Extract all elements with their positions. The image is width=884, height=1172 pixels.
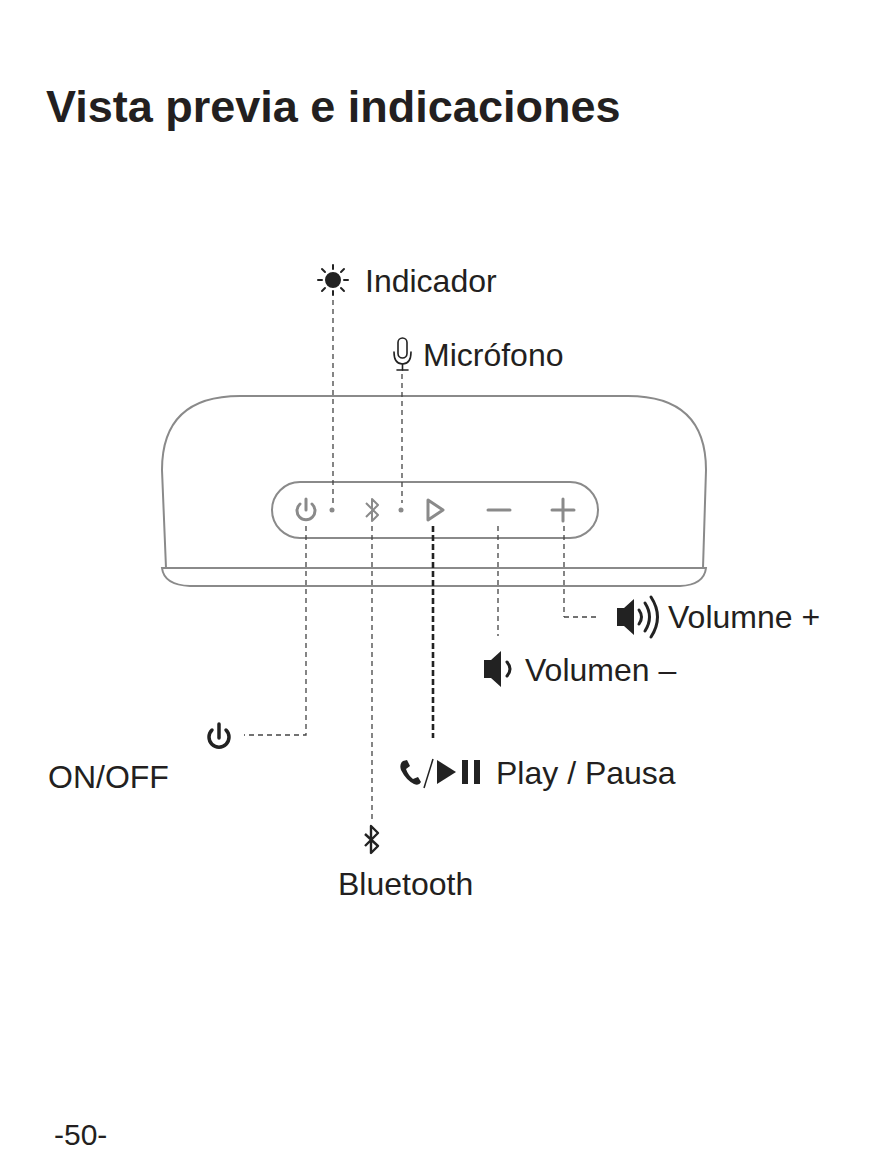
part-label: Indicador: [365, 265, 497, 297]
volume-down-button: [488, 509, 510, 512]
microphone-icon: [394, 338, 411, 370]
page-title: Vista previa e indicaciones: [46, 84, 620, 129]
button-panel: [272, 482, 598, 538]
bluetooth-button: [366, 499, 378, 521]
page-number: -50-: [54, 1120, 107, 1150]
power-icon: [209, 724, 229, 747]
part-label: Volumen –: [525, 654, 676, 686]
volume-down-icon: [484, 651, 510, 687]
speaker-body: [162, 396, 706, 568]
part-label: Volumne +: [668, 601, 820, 633]
volume-up-icon: [617, 597, 658, 637]
bluetooth-icon: [365, 826, 378, 853]
play-pause-icon: [400, 759, 480, 788]
play-button: [428, 500, 443, 520]
power-button: [297, 499, 315, 520]
indicator-icon: [318, 265, 348, 295]
microphone-hole: [399, 508, 404, 513]
leader-line-play: [432, 526, 435, 738]
volume-up-button: [552, 499, 574, 521]
part-label: ON/OFF: [48, 761, 169, 793]
part-label: Play / Pausa: [496, 757, 676, 789]
part-label: Micrófono: [423, 339, 564, 371]
indicator-led: [330, 508, 335, 513]
part-label: Bluetooth: [338, 868, 473, 900]
leader-lines: [244, 300, 600, 822]
